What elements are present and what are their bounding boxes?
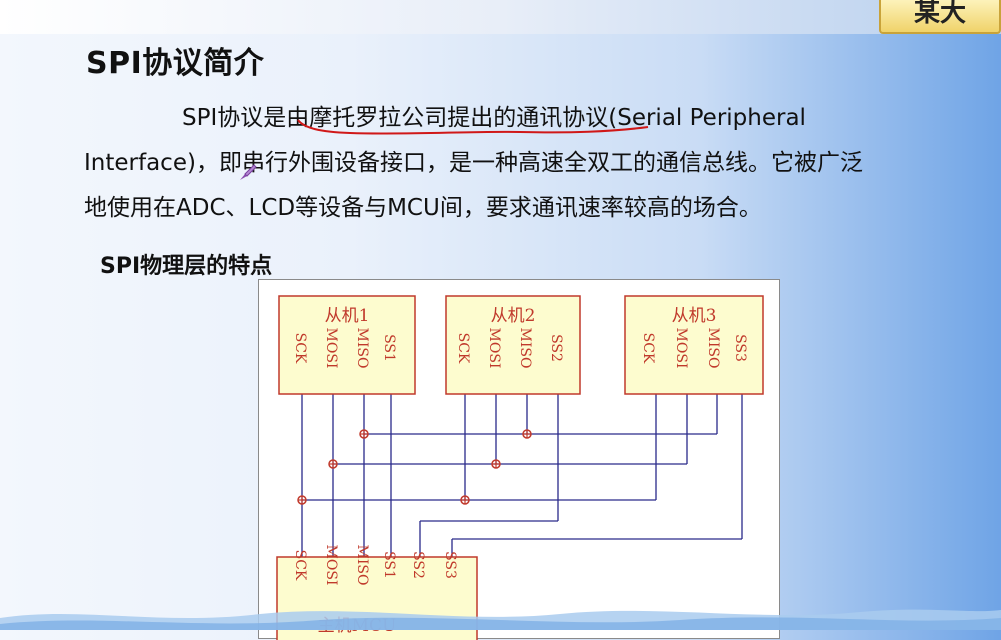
- master-pin-miso: MISO: [354, 545, 370, 586]
- slave-label-1: 从机1: [325, 306, 370, 326]
- header-badge: 某大: [879, 0, 1001, 34]
- slide-title: SPI协议简介: [86, 46, 265, 81]
- underline-annotation: [297, 119, 649, 135]
- slave3-pin-ss3: SS3: [732, 334, 748, 362]
- slave-box-3: [624, 295, 764, 395]
- master-pin-ss3: SS3: [442, 551, 458, 579]
- slave-label-3: 从机3: [672, 306, 717, 326]
- diagram-subtitle: SPI物理层的特点: [100, 254, 273, 279]
- master-pin-ss2: SS2: [410, 551, 426, 579]
- slave1-pin-mosi: MOSI: [323, 328, 339, 369]
- slave3-pin-sck: SCK: [640, 333, 656, 364]
- master-pin-mosi: MOSI: [323, 545, 339, 586]
- slave1-pin-miso: MISO: [354, 328, 370, 369]
- intro-paragraph: SPI协议是由摩托罗拉公司提出的通讯协议(Serial Peripheral I…: [84, 96, 884, 231]
- slave-label-2: 从机2: [491, 306, 536, 326]
- slave1-pin-ss1: SS1: [381, 334, 397, 362]
- slave2-pin-ss2: SS2: [548, 334, 564, 362]
- top-bar: 某大: [0, 0, 1001, 34]
- slave2-pin-miso: MISO: [517, 328, 533, 369]
- slave-box-1: [278, 295, 416, 395]
- decorative-wave: [0, 609, 1001, 630]
- master-pin-sck: SCK: [292, 550, 308, 581]
- slave-box-2: [445, 295, 581, 395]
- pen-cursor-icon: [240, 164, 257, 180]
- slave3-pin-mosi: MOSI: [673, 328, 689, 369]
- slave3-pin-miso: MISO: [705, 328, 721, 369]
- master-pin-ss1: SS1: [381, 551, 397, 579]
- paragraph-text: SPI协议是由摩托罗拉公司提出的通讯协议(Serial Peripheral I…: [84, 105, 863, 221]
- slave1-pin-sck: SCK: [292, 333, 308, 364]
- slave2-pin-mosi: MOSI: [486, 328, 502, 369]
- slave2-pin-sck: SCK: [455, 333, 471, 364]
